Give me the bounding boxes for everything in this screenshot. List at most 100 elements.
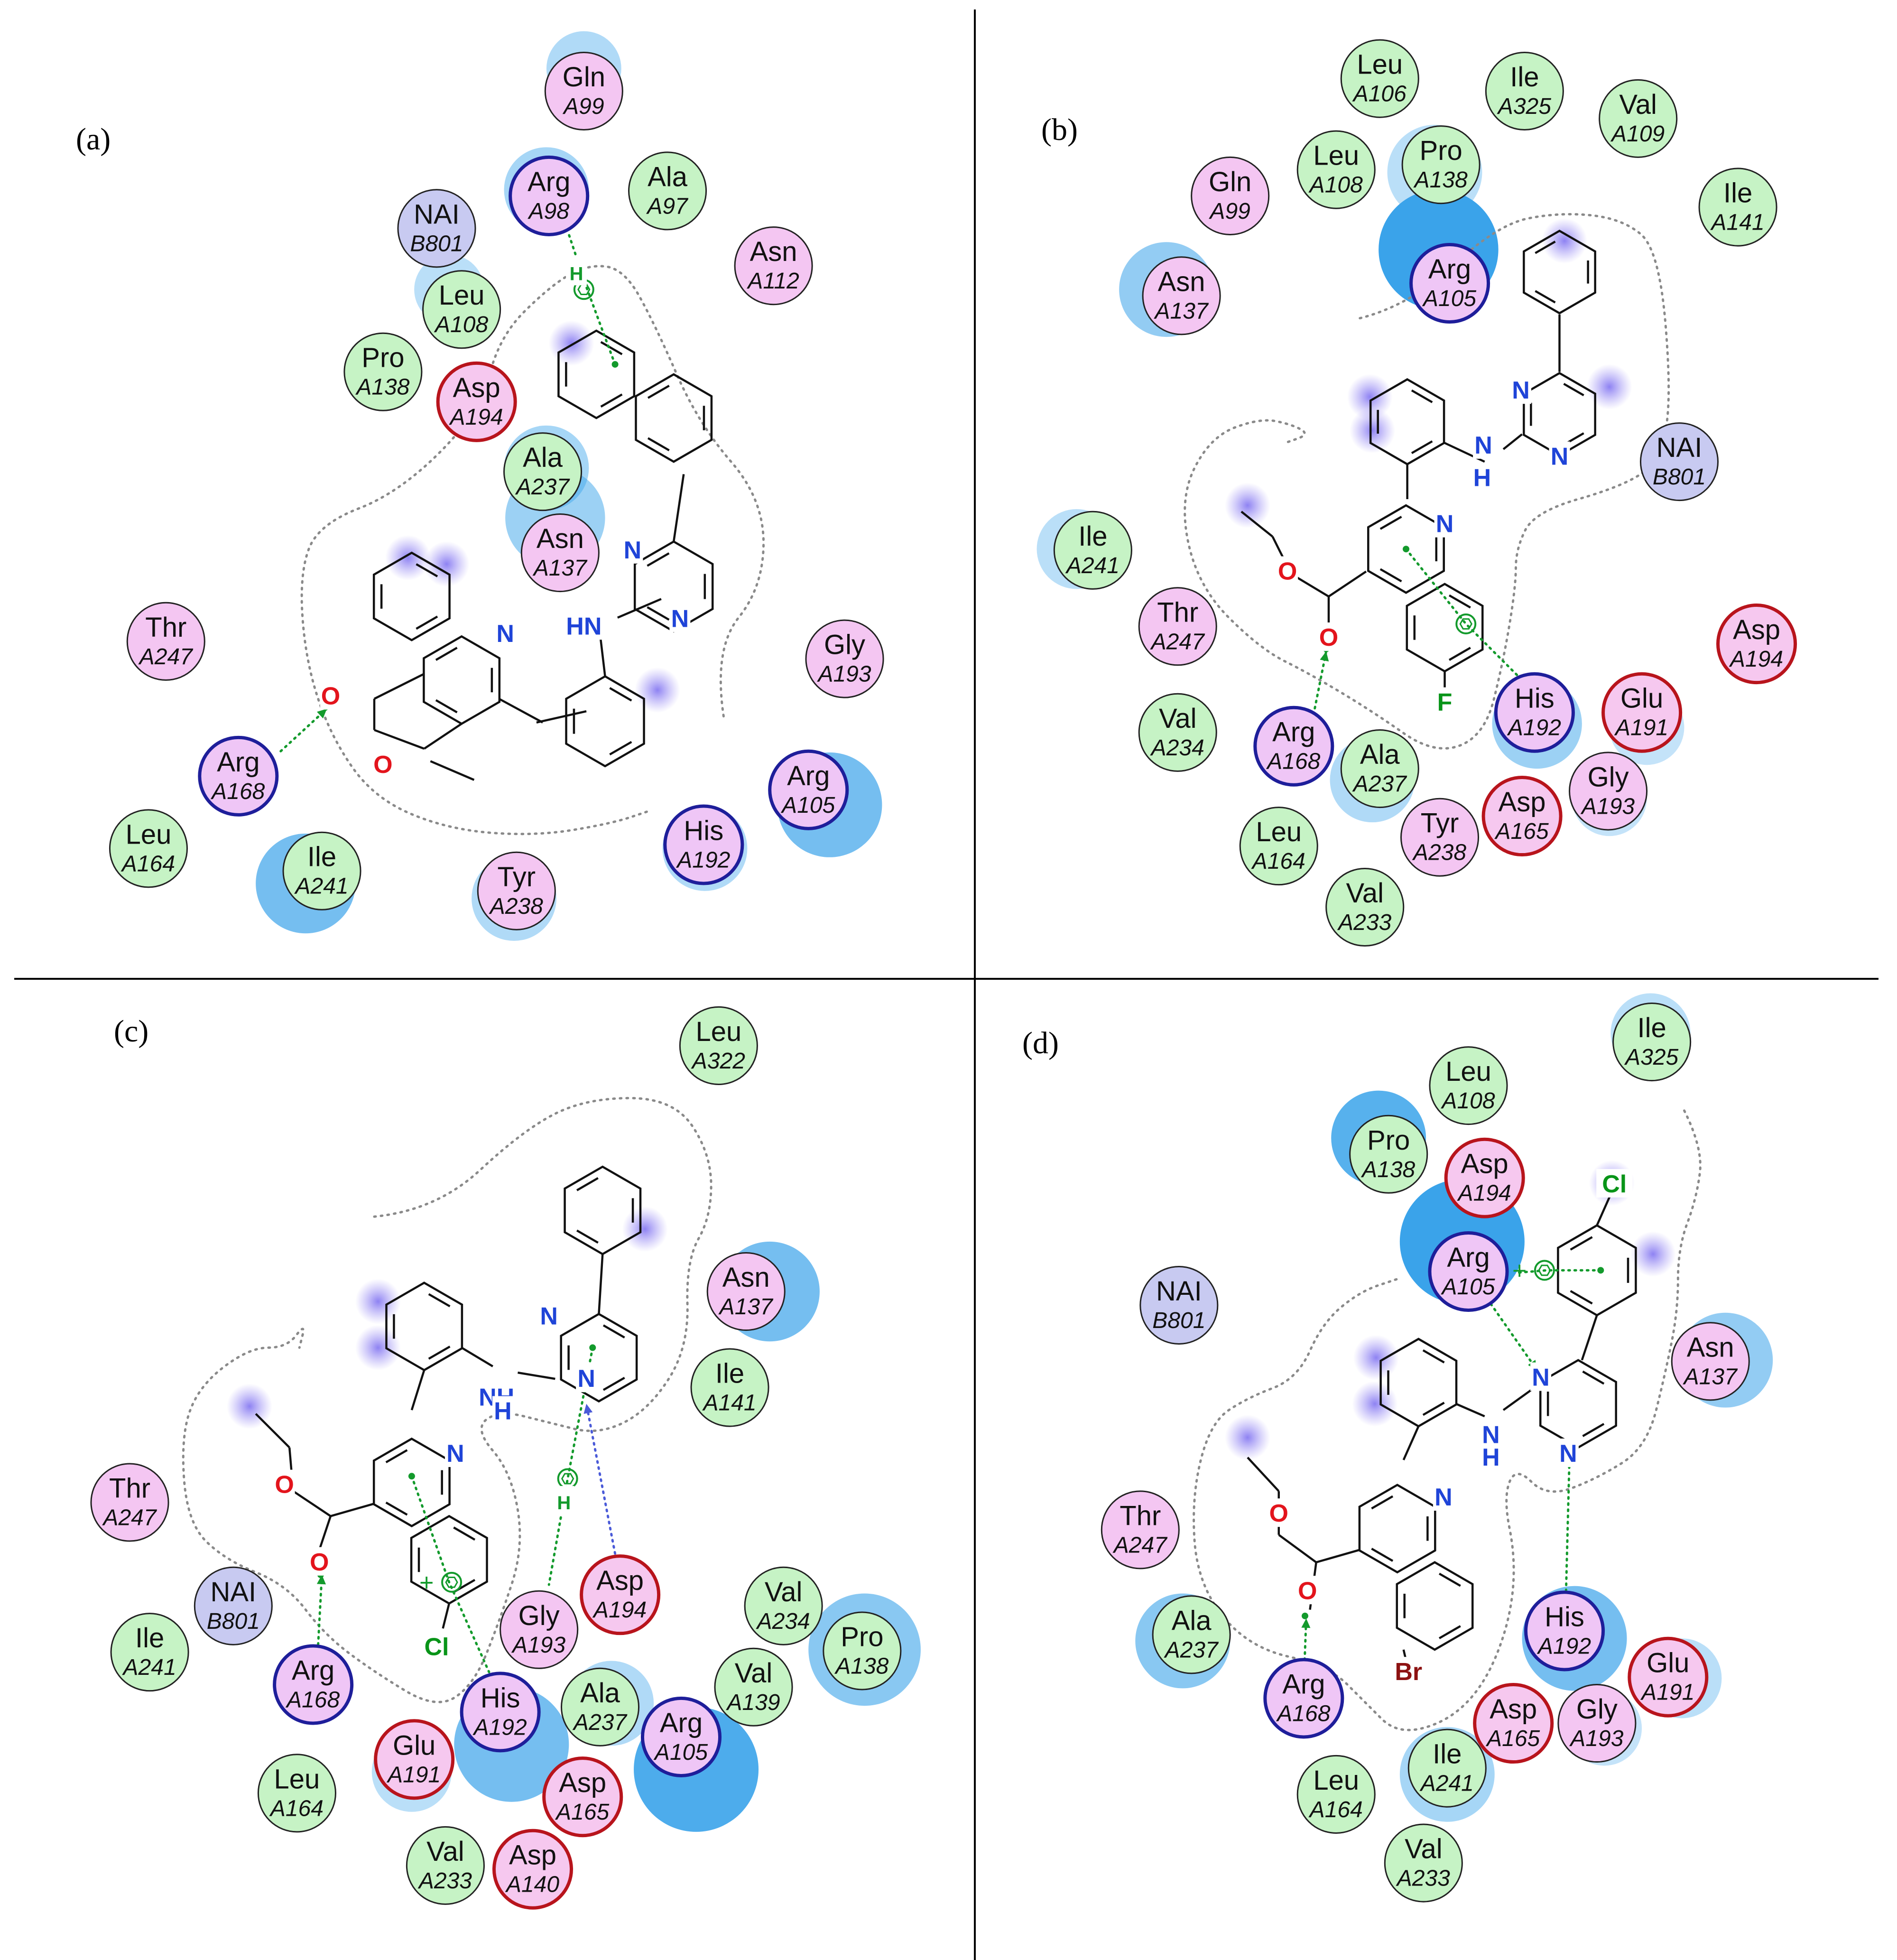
hbond-arrow-his192 (1564, 1456, 1571, 1605)
residue-id: A108 (1440, 1088, 1495, 1114)
residue-id: A192 (676, 848, 730, 873)
atom-label-n: N (496, 620, 514, 648)
residue-id: A233 (1337, 910, 1391, 935)
residue-disc (406, 1826, 485, 1905)
bond (423, 723, 463, 750)
exposure-glow (635, 667, 681, 713)
double-bond (1570, 1290, 1593, 1305)
bond (1455, 1403, 1485, 1418)
residue-id: A168 (285, 1688, 340, 1713)
pi-interaction-icon: + (1512, 1257, 1555, 1284)
residue-disc (1400, 798, 1480, 877)
atom-label-bg (274, 1469, 295, 1498)
residue-id: A193 (511, 1633, 565, 1658)
double-bond (609, 741, 632, 756)
residue-disc (823, 1611, 902, 1691)
exposure-glow (1630, 1231, 1676, 1277)
bond (598, 1254, 604, 1314)
double-bond (1371, 1495, 1394, 1510)
residue-name: His (1545, 1601, 1584, 1632)
residue-disc (1325, 867, 1405, 947)
residue-disc (436, 361, 517, 442)
atom-label-bg (1434, 509, 1455, 538)
atom-label-n: N (1474, 432, 1492, 459)
residue-id: A105 (653, 1740, 708, 1765)
residue-name: Gln (1209, 167, 1251, 197)
residue-disc (257, 1754, 336, 1833)
atom-label-o: O (1298, 1577, 1317, 1605)
exposure-glow (1542, 218, 1588, 264)
exposure-glow (1225, 1414, 1270, 1460)
double-bond (1422, 1402, 1445, 1416)
atom-label-bg (1596, 1169, 1633, 1198)
residue-disc (1407, 1728, 1487, 1808)
residue-id: A164 (1308, 1797, 1363, 1822)
residue-disc (690, 1348, 769, 1427)
aromatic-ring (557, 329, 636, 419)
residue-disc (1557, 1684, 1637, 1763)
bond (536, 710, 587, 724)
residue-id: A165 (1485, 1726, 1540, 1751)
residue-id: A164 (120, 851, 175, 876)
hbond-arrow-head (1320, 651, 1329, 662)
hbond-arrow-head (316, 1575, 326, 1585)
residue-id: A105 (1422, 286, 1476, 311)
residue-name: His (684, 816, 723, 846)
bond (442, 1603, 450, 1629)
residue-id: A138 (1413, 167, 1468, 193)
residue-disc (1716, 604, 1797, 685)
residue-disc (1671, 1322, 1750, 1401)
residue-id: A193 (1569, 1726, 1623, 1751)
atom-label-bg (372, 750, 394, 779)
atom-label-bg (1268, 1498, 1289, 1527)
residue-name: Asp (1499, 787, 1546, 817)
residue-disc (1444, 1137, 1525, 1218)
residue-id: A192 (1536, 1634, 1591, 1659)
exposure-glow (622, 1206, 668, 1252)
residue-id: A241 (1419, 1771, 1474, 1796)
double-bond (1563, 382, 1584, 397)
residue-name: Gly (1588, 762, 1629, 792)
atom-label-bg (1530, 1362, 1552, 1391)
residue-name: Arg (1428, 254, 1471, 285)
residue-disc (374, 1719, 455, 1800)
hbond-arrow (317, 1573, 324, 1646)
residue-id: A234 (756, 1609, 810, 1634)
residue-disc (500, 1590, 579, 1669)
exposure-glow (1353, 1335, 1399, 1381)
double-bond (453, 1526, 476, 1541)
atom-label-br: Br (1395, 1658, 1422, 1686)
atom-label-n: N (446, 1440, 464, 1468)
double-bond (600, 393, 623, 408)
residue-disc (1524, 1590, 1605, 1672)
residue-disc (1612, 1003, 1692, 1082)
residue-name: His (481, 1682, 520, 1713)
residue-id: B801 (1152, 1308, 1205, 1333)
double-bond (428, 1293, 451, 1308)
atom-label-o: O (1269, 1500, 1288, 1527)
atom-label-cl: Cl (1602, 1170, 1627, 1198)
residue-id: A194 (1729, 647, 1783, 672)
residue-id: A141 (702, 1391, 756, 1416)
residue-id: A105 (1440, 1274, 1495, 1300)
residue-disc (544, 51, 623, 131)
residue-id: A194 (449, 405, 503, 430)
residue-disc (1384, 1823, 1463, 1903)
